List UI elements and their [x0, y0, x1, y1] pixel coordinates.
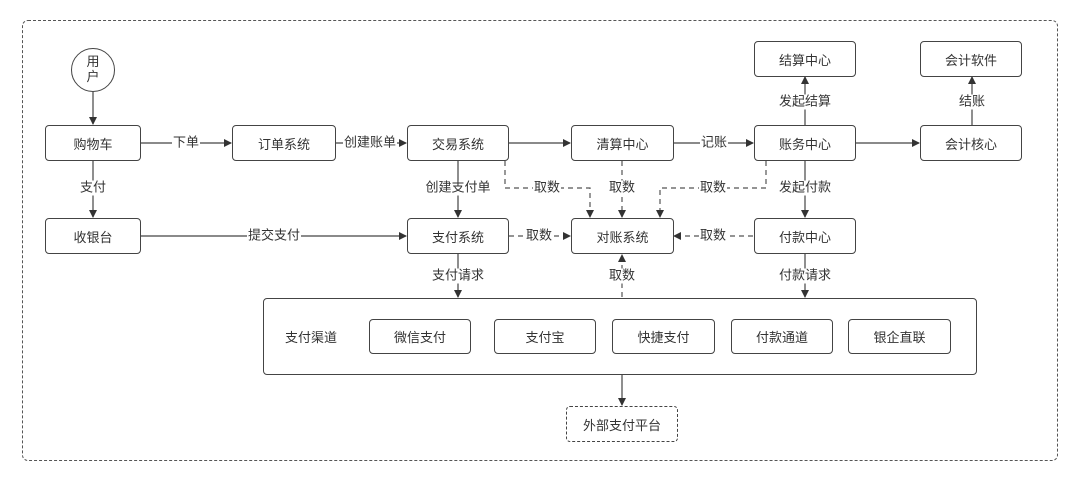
label-create-payment-order: 创建支付单: [424, 180, 492, 196]
label-initiate-settlement: 发起结算: [777, 94, 833, 110]
label-create-bill: 创建账单: [342, 135, 398, 151]
node-order-system: 订单系统: [232, 125, 336, 161]
channel-payout-channel: 付款通道: [731, 319, 833, 354]
edge-trade-recon-dashed: [504, 161, 594, 218]
channel-alipay: 支付宝: [494, 319, 596, 354]
label-place-order: 下单: [171, 135, 201, 151]
node-cart: 购物车: [45, 125, 141, 161]
label-submit-payment: 提交支付: [246, 228, 302, 244]
node-accounting-core: 会计核心: [920, 125, 1022, 161]
channel-wechat-pay: 微信支付: [369, 319, 471, 354]
node-external-payment-platform: 外部支付平台: [566, 406, 678, 442]
node-settlement-center: 结算中心: [754, 41, 856, 77]
channel-bank-direct: 银企直联: [848, 319, 951, 354]
label-fetch-clearing: 取数: [607, 180, 637, 196]
node-reconciliation-system: 对账系统: [571, 218, 674, 254]
label-pay: 支付: [78, 180, 108, 196]
node-cashier: 收银台: [45, 218, 141, 254]
label-settle-account: 结账: [957, 94, 987, 110]
label-bookkeeping: 记账: [699, 135, 729, 151]
label-fetch-channels: 取数: [607, 268, 637, 284]
node-trade-system: 交易系统: [407, 125, 509, 161]
node-accounting-software: 会计软件: [920, 41, 1022, 77]
node-clearing-center: 清算中心: [571, 125, 674, 161]
outer-boundary: [22, 20, 1058, 461]
node-ledger-center: 账务中心: [754, 125, 856, 161]
payment-channels-title: 支付渠道: [285, 331, 338, 346]
node-payout-center: 付款中心: [754, 218, 856, 254]
label-payout-request: 付款请求: [777, 268, 833, 284]
channel-quick-pay: 快捷支付: [612, 319, 715, 354]
label-payment-request: 支付请求: [430, 268, 486, 284]
node-user: 用户: [71, 48, 115, 92]
edge-ledger-recon-dashed: [656, 161, 767, 218]
label-fetch-payment: 取数: [524, 228, 554, 244]
label-fetch-ledger: 取数: [698, 180, 728, 196]
label-initiate-payout: 发起付款: [777, 180, 833, 196]
label-fetch-payout: 取数: [698, 228, 728, 244]
node-payment-system: 支付系统: [407, 218, 509, 254]
label-fetch-trade: 取数: [532, 180, 562, 196]
